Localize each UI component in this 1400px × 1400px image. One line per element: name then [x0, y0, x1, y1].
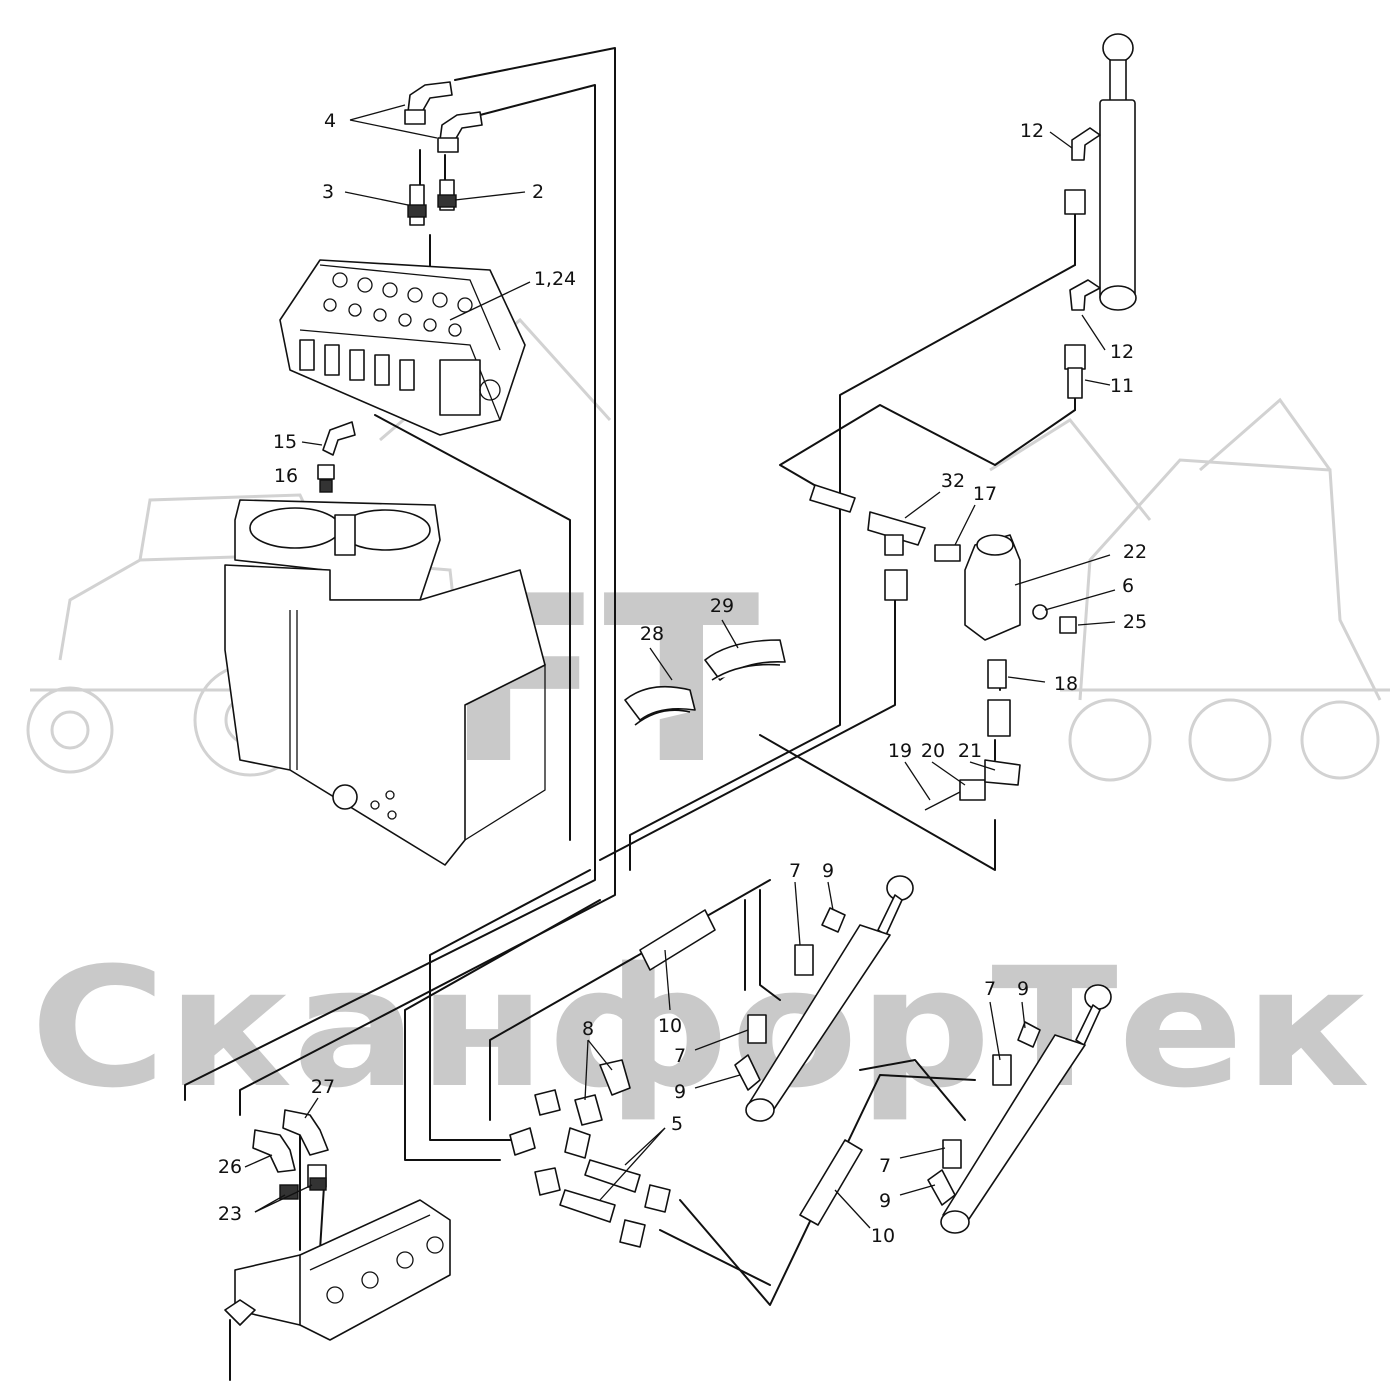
- watermark: SFT СканфорТек: [26, 317, 1390, 1124]
- callout-22: 22: [1123, 541, 1147, 563]
- watermark-loader-right-icon: [989, 397, 1390, 782]
- watermark-brand: СканфорТек: [30, 932, 1370, 1124]
- callout-11: 11: [1110, 375, 1134, 397]
- callout-7-mid-bottom: 7: [674, 1045, 686, 1067]
- gear-pump: [224, 1199, 451, 1341]
- callout-15: 15: [273, 431, 297, 453]
- callout-18: 18: [1054, 673, 1078, 695]
- callout-9-mid-top: 9: [822, 860, 834, 882]
- callout-8: 8: [582, 1018, 594, 1040]
- callout-9-low-top: 9: [1017, 978, 1029, 1000]
- leader-lines: [244, 104, 1116, 1229]
- callout-9-low-bottom: 9: [879, 1190, 891, 1212]
- hose-lines: [184, 47, 1076, 1381]
- callout-12-bottom: 12: [1110, 341, 1134, 363]
- callout-10-low: 10: [871, 1225, 895, 1247]
- callout-25: 25: [1123, 611, 1147, 633]
- callout-1-24: 1,24: [534, 268, 576, 290]
- callout-28: 28: [640, 623, 664, 645]
- callout-6: 6: [1122, 575, 1134, 597]
- tilt-cylinder-middle: [745, 875, 914, 1122]
- callout-7-mid-top: 7: [789, 860, 801, 882]
- lift-cylinder-top: [1099, 33, 1137, 311]
- callout-20: 20: [921, 740, 945, 762]
- callout-23: 23: [218, 1203, 242, 1225]
- callout-3: 3: [322, 181, 334, 203]
- tilt-cylinder-lower: [940, 984, 1112, 1234]
- callout-27: 27: [311, 1076, 335, 1098]
- callout-10-mid: 10: [658, 1015, 682, 1037]
- hydraulic-tank: [224, 499, 546, 866]
- callout-19: 19: [888, 740, 912, 762]
- callout-17: 17: [973, 483, 997, 505]
- callout-2: 2: [532, 181, 544, 203]
- callout-4: 4: [324, 110, 336, 132]
- callout-29: 29: [710, 595, 734, 617]
- callout-16: 16: [274, 465, 298, 487]
- control-valve-block: [279, 259, 526, 436]
- callout-9-mid-bottom: 9: [674, 1081, 686, 1103]
- callout-7-low-top: 7: [984, 978, 996, 1000]
- callout-labels: 4 3 2 1,24 15 16 12 12 11 32 17 22 6 25 …: [218, 110, 1147, 1247]
- callout-7-low-bottom: 7: [879, 1155, 891, 1177]
- callout-21: 21: [958, 740, 982, 762]
- callout-5: 5: [671, 1113, 683, 1135]
- callout-26: 26: [218, 1156, 242, 1178]
- callout-32: 32: [941, 470, 965, 492]
- callout-12-top: 12: [1020, 120, 1044, 142]
